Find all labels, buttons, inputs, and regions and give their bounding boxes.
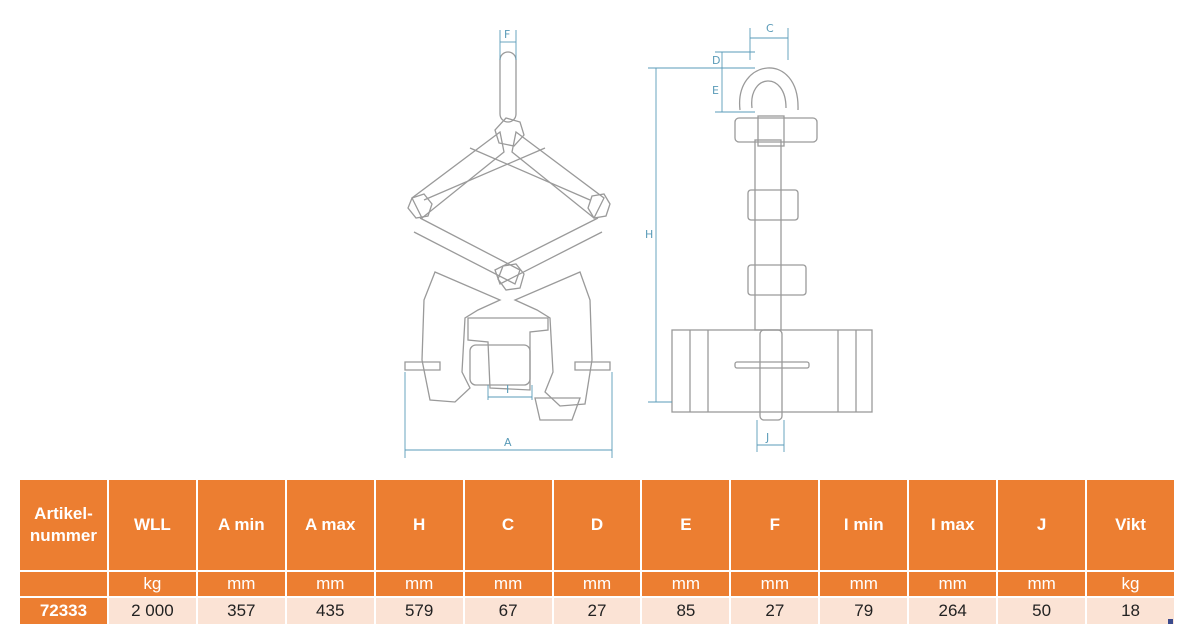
value-cell: 18 — [1087, 598, 1174, 624]
header-c: C — [464, 480, 552, 572]
dim-label-d: D — [712, 54, 720, 67]
table-unit-row: kg mm mm mm mm mm mm mm mm mm mm kg — [20, 572, 1174, 598]
value-cell: 579 — [375, 598, 463, 624]
value-cell: 264 — [909, 598, 997, 624]
unit-cell: mm — [909, 572, 997, 598]
corner-marker — [1168, 619, 1173, 624]
value-cell: 27 — [553, 598, 641, 624]
value-cell: 357 — [197, 598, 285, 624]
dim-label-f: F — [504, 28, 510, 41]
unit-cell: kg — [1087, 572, 1174, 598]
unit-cell: mm — [286, 572, 374, 598]
unit-cell: mm — [820, 572, 908, 598]
header-a-min: A min — [197, 480, 285, 572]
dim-label-c: C — [766, 22, 774, 35]
unit-cell: mm — [375, 572, 463, 598]
spec-table: Artikel- nummer WLL A min A max H C D E … — [18, 480, 1176, 624]
dim-label-a: A — [504, 436, 512, 449]
side-view-dimensions — [648, 28, 789, 452]
unit-cell: mm — [998, 572, 1086, 598]
article-number-cell: 72333 — [20, 598, 107, 624]
clamp-drawing-svg: F I A C D E H J — [404, 22, 873, 458]
dim-label-i: I — [506, 383, 509, 396]
value-cell: 27 — [731, 598, 819, 624]
header-i-max: I max — [909, 480, 997, 572]
header-a-max: A max — [286, 480, 374, 572]
unit-cell: kg — [108, 572, 196, 598]
header-weight: Vikt — [1087, 480, 1174, 572]
unit-cell: mm — [197, 572, 285, 598]
header-wll: WLL — [108, 480, 196, 572]
technical-drawing: F I A C D E H J — [404, 22, 873, 458]
table-row: 72333 2 000 357 435 579 67 27 85 27 79 2… — [20, 598, 1174, 624]
side-view-clamp — [671, 67, 873, 421]
dim-label-e: E — [712, 84, 719, 97]
header-j: J — [998, 480, 1086, 572]
front-view-dimensions — [404, 30, 613, 458]
value-cell: 2 000 — [108, 598, 196, 624]
header-f: F — [731, 480, 819, 572]
header-article-number: Artikel- nummer — [20, 480, 107, 572]
dim-label-j: J — [765, 431, 769, 444]
dim-label-h: H — [645, 228, 653, 241]
value-cell: 50 — [998, 598, 1086, 624]
header-e: E — [642, 480, 730, 572]
unit-cell: mm — [642, 572, 730, 598]
unit-cell: mm — [553, 572, 641, 598]
side-view-dim-labels: C D E H J — [645, 22, 774, 444]
header-h: H — [375, 480, 463, 572]
table-header-row: Artikel- nummer WLL A min A max H C D E … — [20, 480, 1174, 572]
value-cell: 435 — [286, 598, 374, 624]
front-view-clamp — [404, 51, 611, 421]
value-cell: 79 — [820, 598, 908, 624]
unit-cell: mm — [464, 572, 552, 598]
unit-cell — [20, 572, 107, 598]
value-cell: 85 — [642, 598, 730, 624]
front-view-dim-labels: F I A — [504, 28, 512, 449]
header-i-min: I min — [820, 480, 908, 572]
header-d: D — [553, 480, 641, 572]
unit-cell: mm — [731, 572, 819, 598]
value-cell: 67 — [464, 598, 552, 624]
